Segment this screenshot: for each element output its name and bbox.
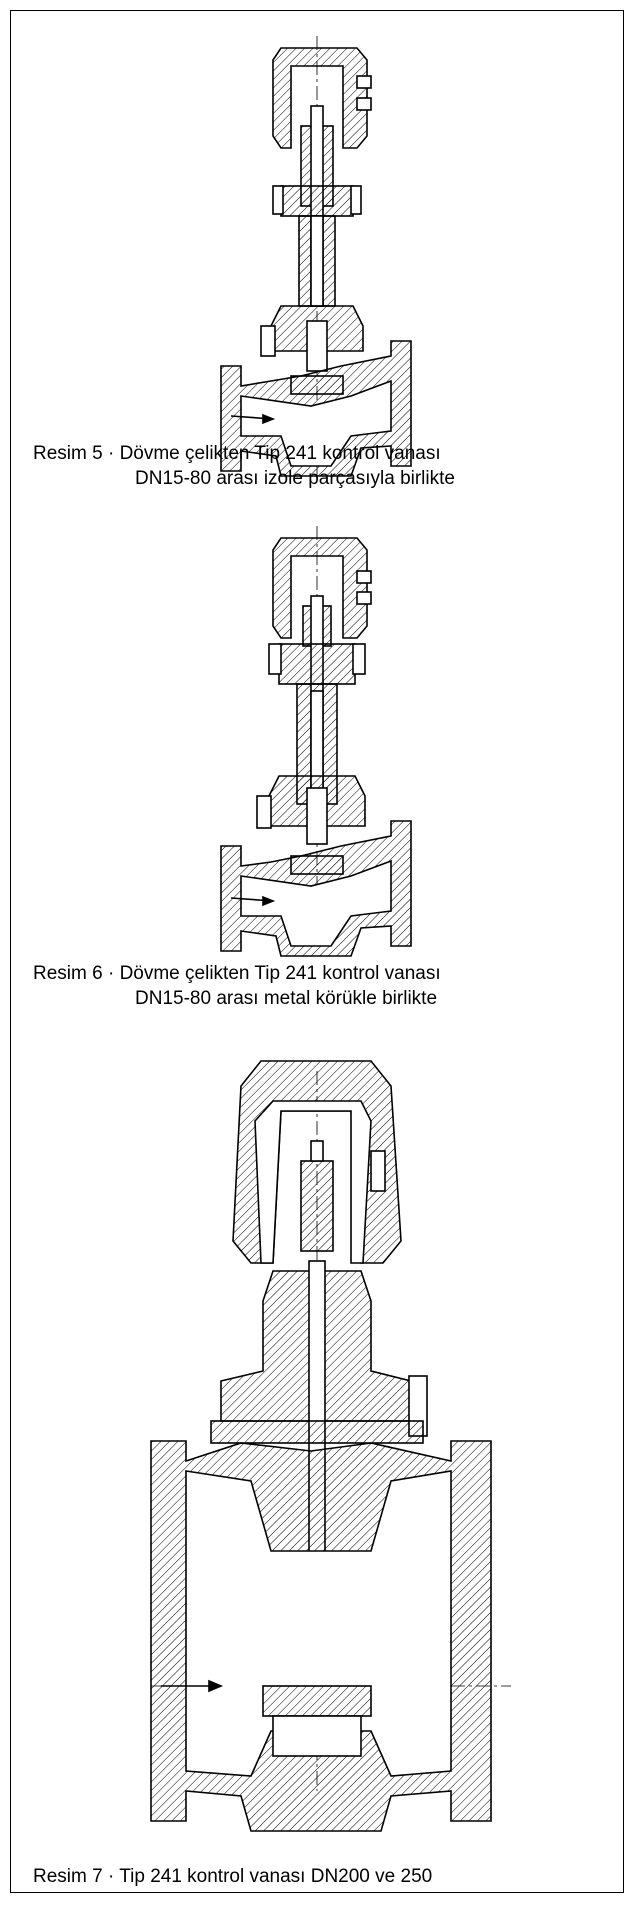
figure-5-drawing xyxy=(11,36,623,511)
figure-5-caption-line2: DN15-80 arası izole parçasıyla birlikte xyxy=(135,468,455,489)
figure-6-caption-line1: Resim 6 · Dövme çelikten Tip 241 kontrol… xyxy=(33,963,441,984)
figure-6-drawing xyxy=(11,526,623,966)
figure-6-caption-line2: DN15-80 arası metal körükle birlikte xyxy=(135,988,438,1009)
page-frame: Resim 5 · Dövme çelikten Tip 241 kontrol… xyxy=(10,10,624,1893)
figure-7-caption-line1: Resim 7 · Tip 241 kontrol vanası DN200 v… xyxy=(33,1866,433,1887)
figure-5-caption-line1: Resim 5 · Dövme çelikten Tip 241 kontrol… xyxy=(33,443,441,464)
figure-6-caption: Resim 6 · Dövme çelikten Tip 241 kontrol… xyxy=(33,961,441,1011)
figure-7-caption: Resim 7 · Tip 241 kontrol vanası DN200 v… xyxy=(33,1864,432,1889)
figure-7-drawing xyxy=(11,1031,623,1846)
figure-5-caption: Resim 5 · Dövme çelikten Tip 241 kontrol… xyxy=(33,441,455,491)
